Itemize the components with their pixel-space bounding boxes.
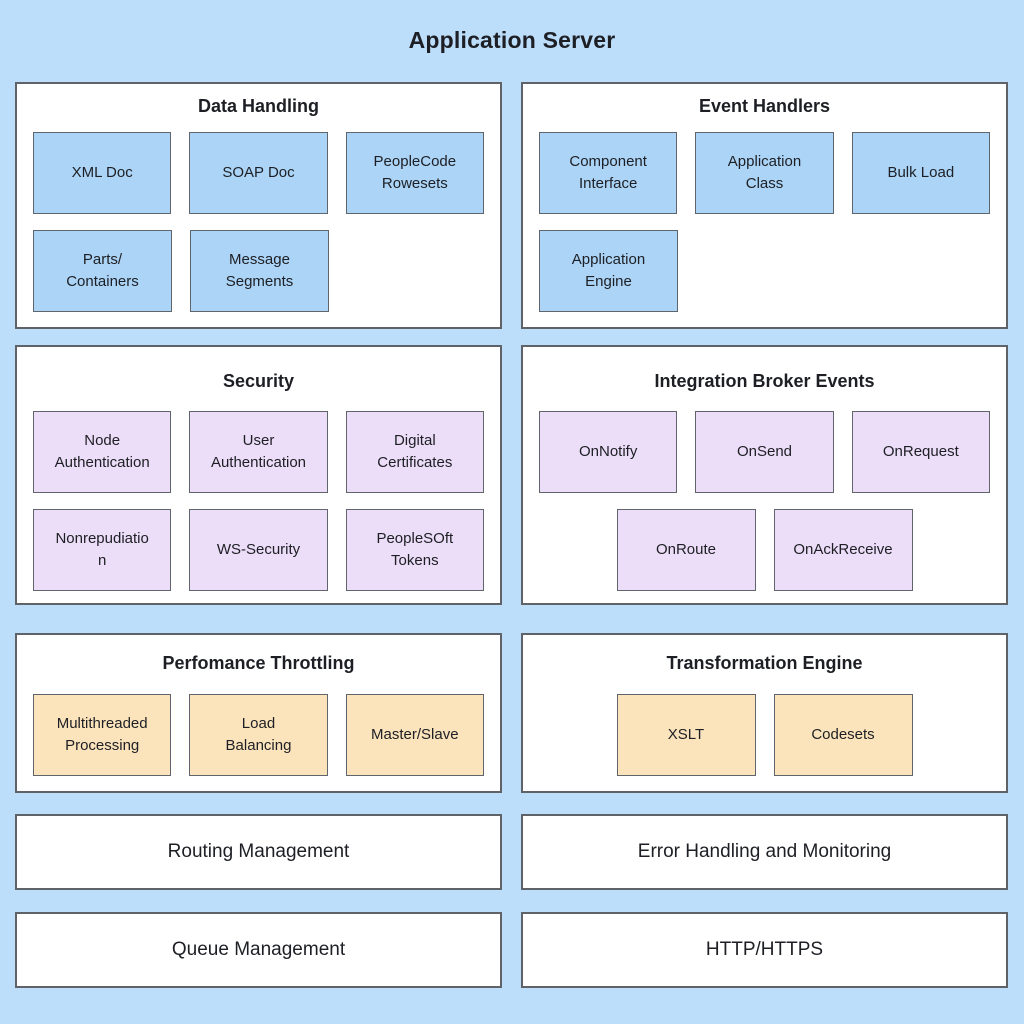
item-xslt: XSLT — [616, 694, 756, 776]
item-nonrepudiation: Nonrepudiatio n — [33, 509, 172, 591]
section-items: XML Doc SOAP Doc PeopleCode Rowesets Par… — [17, 132, 500, 312]
bar-routing-management: Routing Management — [15, 814, 502, 890]
item-master-slave: Master/Slave — [345, 694, 484, 776]
item-onackreceive: OnAckReceive — [773, 509, 913, 591]
section-title: Security — [222, 371, 295, 391]
item-ws-security: WS-Security — [189, 509, 328, 591]
item-xml-doc: XML Doc — [33, 132, 172, 214]
item-parts-containers: Parts/ Containers — [33, 230, 172, 312]
page-title: Application Server — [408, 27, 616, 53]
item-digital-certificates: Digital Certificates — [345, 411, 484, 493]
item-row: Application Engine — [539, 230, 990, 312]
item-onroute: OnRoute — [616, 509, 756, 591]
bar-error-handling-and-monitoring: Error Handling and Monitoring — [521, 814, 1008, 890]
item-node-authentication: Node Authentication — [33, 411, 172, 493]
item-row: Component Interface Application Class Bu… — [539, 132, 990, 214]
item-row: Node Authentication User Authentication … — [33, 411, 484, 493]
item-codesets: Codesets — [773, 694, 913, 776]
section-title: Event Handlers — [698, 96, 831, 116]
item-onrequest: OnRequest — [851, 411, 990, 493]
item-row: Nonrepudiatio n WS-Security PeopleSOft T… — [33, 509, 484, 591]
item-onnotify: OnNotify — [539, 411, 678, 493]
section-title: Transformation Engine — [666, 653, 863, 673]
section-items: Component Interface Application Class Bu… — [523, 132, 1006, 312]
section-items: XSLT Codesets — [523, 694, 1006, 776]
section-data-handling: Data Handling XML Doc SOAP Doc PeopleCod… — [15, 82, 502, 329]
item-message-segments: Message Segments — [190, 230, 329, 312]
section-items: Multithreaded Processing Load Balancing … — [17, 694, 500, 776]
item-bulk-load: Bulk Load — [851, 132, 990, 214]
item-user-authentication: User Authentication — [189, 411, 328, 493]
item-row: OnNotify OnSend OnRequest — [539, 411, 990, 493]
item-application-class: Application Class — [695, 132, 834, 214]
section-transformation-engine: Transformation Engine XSLT Codesets — [521, 633, 1008, 793]
item-component-interface: Component Interface — [539, 132, 678, 214]
item-row: OnRoute OnAckReceive — [539, 509, 990, 591]
section-event-handlers: Event Handlers Component Interface Appli… — [521, 82, 1008, 329]
item-peoplecode-rowesets: PeopleCode Rowesets — [345, 132, 484, 214]
item-application-engine: Application Engine — [539, 230, 678, 312]
item-multithreaded-processing: Multithreaded Processing — [33, 694, 172, 776]
item-row: Parts/ Containers Message Segments — [33, 230, 484, 312]
bar-http-https: HTTP/HTTPS — [521, 912, 1008, 988]
section-title: Integration Broker Events — [654, 371, 875, 391]
item-onsend: OnSend — [695, 411, 834, 493]
bar-queue-management: Queue Management — [15, 912, 502, 988]
section-integration-broker-events: Integration Broker Events OnNotify OnSen… — [521, 345, 1008, 605]
section-title: Data Handling — [197, 96, 319, 116]
item-soap-doc: SOAP Doc — [189, 132, 328, 214]
section-items: OnNotify OnSend OnRequest OnRoute OnAckR… — [523, 411, 1006, 591]
item-peoplesoft-tokens: PeopleSOft Tokens — [345, 509, 484, 591]
section-security: Security Node Authentication User Authen… — [15, 345, 502, 605]
section-perfomance-throttling: Perfomance Throttling Multithreaded Proc… — [15, 633, 502, 793]
item-load-balancing: Load Balancing — [189, 694, 328, 776]
item-row: Multithreaded Processing Load Balancing … — [33, 694, 484, 776]
item-row: XSLT Codesets — [539, 694, 990, 776]
section-items: Node Authentication User Authentication … — [17, 411, 500, 591]
section-title: Perfomance Throttling — [162, 653, 355, 673]
item-row: XML Doc SOAP Doc PeopleCode Rowesets — [33, 132, 484, 214]
